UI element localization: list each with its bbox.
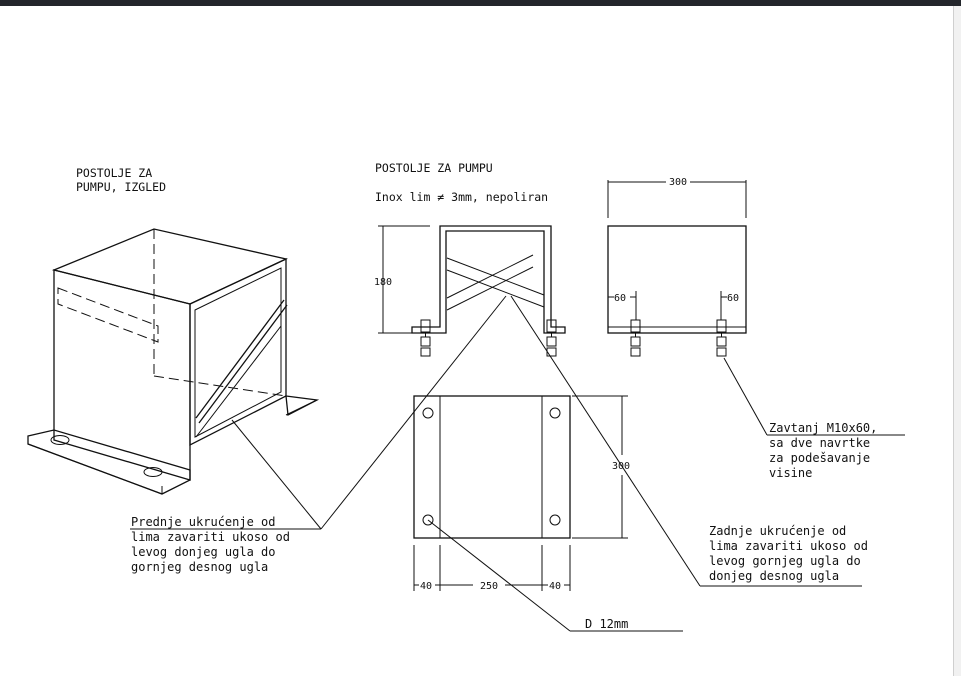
dim-height-300: 300	[612, 461, 630, 472]
rear-brace-line-1: Zadnje ukrućenje od	[709, 524, 846, 538]
hole-bottom-left	[422, 514, 434, 526]
front-view-title: POSTOLJE ZA PUMPU	[375, 161, 493, 175]
leader-lines	[130, 295, 905, 632]
bolt-side-left	[630, 319, 641, 357]
dim-width-300: 300	[669, 177, 687, 188]
dim-height-180: 180	[374, 277, 392, 288]
dim-middle-250: 250	[480, 581, 498, 592]
hole-top-right	[549, 407, 561, 419]
side-view: 300 60 60	[607, 177, 747, 357]
hole-bottom-right	[549, 514, 561, 526]
rear-brace-line-3: levog gornjeg ugla do	[709, 554, 861, 568]
note-bolt: Zavtanj M10x60, sa dve navrtke za podeša…	[769, 421, 877, 480]
hole-top-left	[422, 407, 434, 419]
bolt-note-line-4: visine	[769, 466, 812, 480]
bolt-side-right	[716, 319, 727, 357]
front-view: POSTOLJE ZA PUMPU Inox lim ≠ 3mm, nepoli…	[374, 161, 566, 357]
note-rear-brace: Zadnje ukrućenje od lima zavariti ukoso …	[709, 524, 868, 583]
material-note: Inox lim ≠ 3mm, nepoliran	[375, 190, 548, 204]
rear-brace-line-2: lima zavariti ukoso od	[709, 539, 868, 553]
bolt-front-right	[546, 319, 557, 357]
isometric-view: POSTOLJE ZA PUMPU, IZGLED	[27, 166, 320, 495]
note-front-brace: Prednje ukrućenje od lima zavariti ukoso…	[131, 515, 290, 574]
iso-title-line-1: POSTOLJE ZA	[76, 166, 152, 180]
front-brace-line-1: Prednje ukrućenje od	[131, 515, 276, 529]
bolt-note-line-2: sa dve navrtke	[769, 436, 870, 450]
top-bar	[0, 0, 961, 6]
note-hole-diameter: D 12mm	[585, 617, 628, 631]
dim-offset-left-60: 60	[614, 293, 626, 304]
bolt-front-left	[420, 319, 431, 357]
front-brace-line-4: gornjeg desnog ugla	[131, 560, 268, 574]
dim-right-40: 40	[549, 581, 561, 592]
bolt-note-line-1: Zavtanj M10x60,	[769, 421, 877, 435]
iso-title-line-2: PUMPU, IZGLED	[76, 180, 166, 194]
front-brace-line-2: lima zavariti ukoso od	[131, 530, 290, 544]
right-edge-scrollbar[interactable]	[953, 6, 961, 676]
front-brace-line-3: levog donjeg ugla do	[131, 545, 276, 559]
rear-brace-line-4: donjeg desnog ugla	[709, 569, 839, 583]
dim-offset-right-60: 60	[727, 293, 739, 304]
dim-left-40: 40	[420, 581, 432, 592]
bolt-note-line-3: za podešavanje	[769, 451, 870, 465]
top-view: 300 40 250 40	[413, 395, 630, 592]
